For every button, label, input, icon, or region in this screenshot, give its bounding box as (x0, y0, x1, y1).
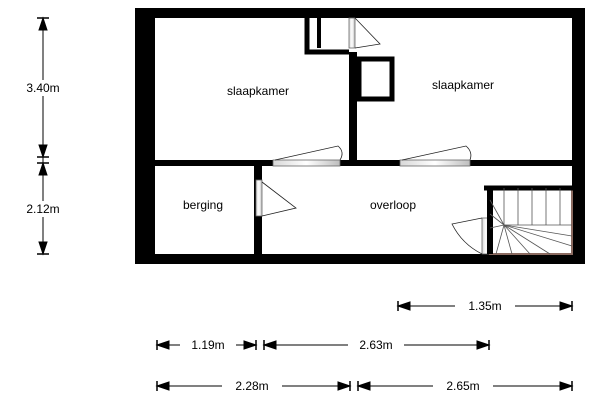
wall-horizontal-right (470, 160, 572, 166)
dimension-label-storage-width: 1.19m (191, 338, 224, 352)
room-label-storage: berging (183, 198, 223, 212)
closet-left (304, 17, 349, 55)
door-closet (348, 17, 381, 49)
closet-right (356, 56, 395, 102)
wall-outer-right (572, 8, 585, 264)
doors (255, 17, 491, 255)
dimension-label-top-height: 3.40m (26, 81, 59, 95)
wall-outer-top (135, 8, 585, 18)
room-label-landing: overloop (370, 198, 416, 212)
dimension-row-3 (155, 381, 574, 391)
wall-outer-bottom (135, 254, 585, 264)
wall-horizontal-mid (340, 160, 400, 166)
dimension-label-left-bedroom-width: 2.28m (235, 379, 268, 393)
door-bedroom-right (399, 145, 472, 167)
door-storage (255, 179, 297, 217)
wall-bedroom-divider (349, 52, 357, 166)
staircase (484, 185, 574, 255)
room-label-bedroom-right: slaapkamer (432, 78, 494, 92)
room-label-bedroom-left: slaapkamer (227, 84, 289, 98)
dimension-label-landing-width: 2.63m (359, 338, 392, 352)
dimension-label-right-bedroom-width: 2.65m (446, 379, 479, 393)
wall-horizontal-left (155, 160, 273, 166)
dimension-label-bottom-height: 2.12m (26, 202, 59, 216)
closets (304, 17, 395, 102)
dimension-label-stair-width: 1.35m (468, 299, 501, 313)
door-stairs (451, 217, 491, 255)
door-bedroom-left (272, 145, 343, 167)
vertical-dimension (37, 16, 49, 256)
wall-outer-left (135, 8, 155, 264)
